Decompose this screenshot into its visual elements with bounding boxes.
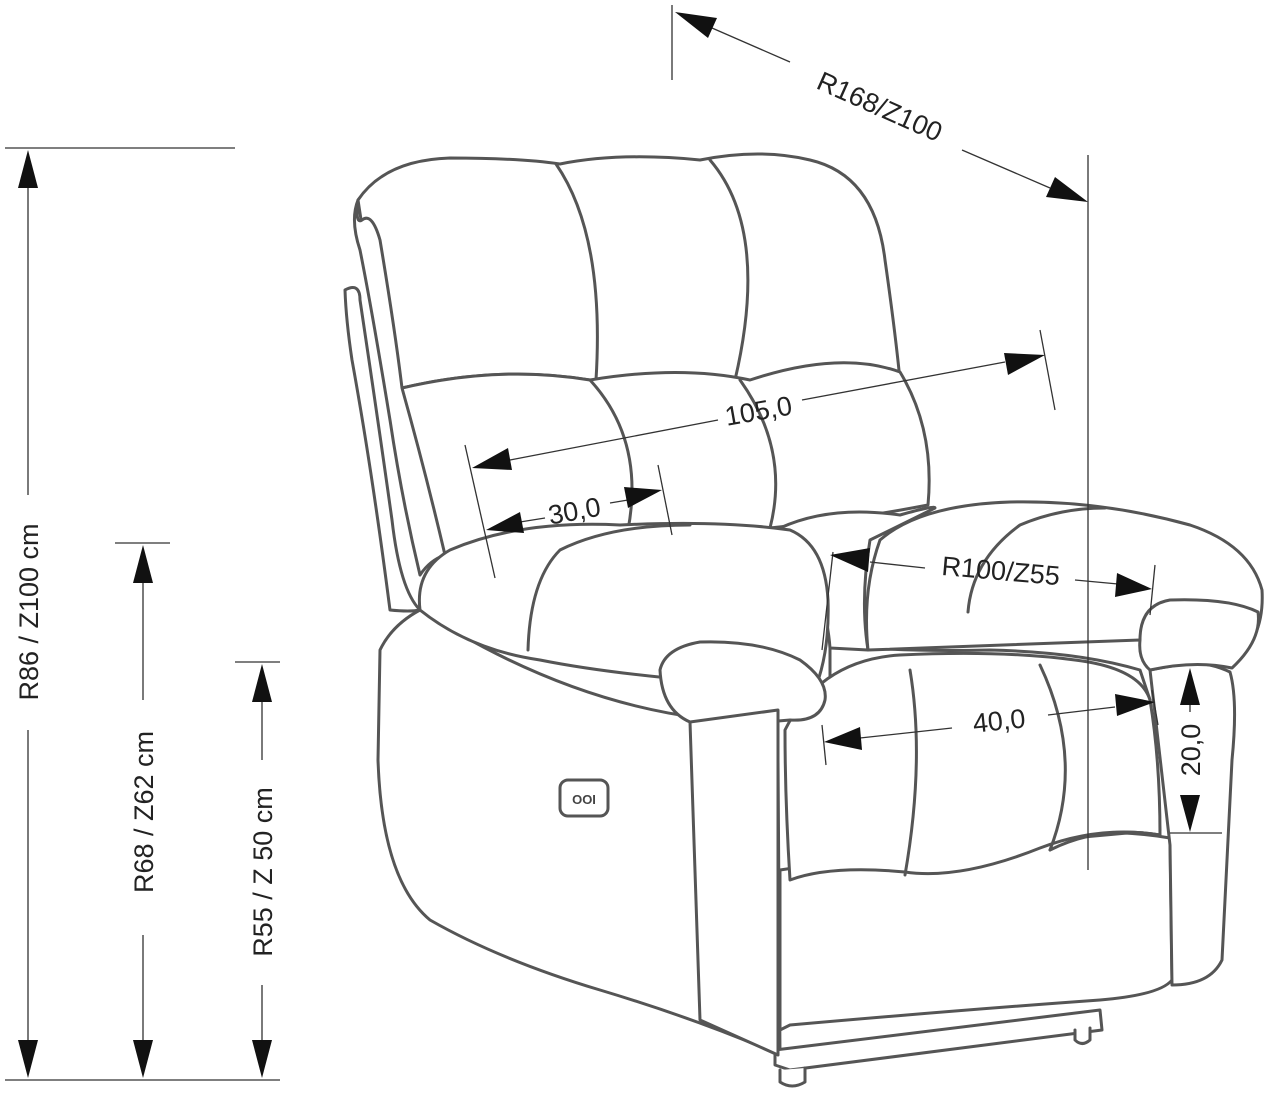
seat-width-arrow-left bbox=[830, 548, 870, 572]
seat-width-arrow-right bbox=[1115, 573, 1152, 597]
total-height-arrow-top bbox=[18, 150, 38, 188]
length-arrow-right bbox=[1046, 177, 1088, 202]
recliner-chair: OOI bbox=[343, 152, 1264, 1088]
armrest-height-arrow-top bbox=[133, 545, 153, 583]
armrest-width-arrow-left bbox=[486, 512, 524, 533]
total-height-arrow-bottom bbox=[18, 1040, 38, 1078]
seat-depth-arrow-right bbox=[1115, 694, 1155, 716]
arm-height-arrow-top bbox=[1180, 668, 1200, 705]
reclined-length-label: R168/Z100 bbox=[813, 66, 947, 148]
armrest-height-arrow-bottom bbox=[133, 1040, 153, 1078]
seat-height-arrow-top bbox=[252, 664, 272, 702]
arm-above-seat-label: 20,0 bbox=[1176, 724, 1206, 777]
chair-side-panel bbox=[376, 608, 782, 1057]
right-armrest-front bbox=[1138, 598, 1260, 672]
armrest-height-label: R68 / Z62 cm bbox=[129, 731, 159, 893]
armrest-width-arrow-right bbox=[624, 487, 662, 508]
length-arrow-left bbox=[675, 12, 717, 38]
width-arrow-left bbox=[472, 448, 512, 470]
seat-depth-arrow-left bbox=[824, 727, 862, 750]
chair-foot-right bbox=[1073, 1026, 1092, 1045]
arm-height-arrow-bottom bbox=[1180, 795, 1200, 832]
recline-button[interactable] bbox=[558, 778, 610, 818]
dimension-lines: R86 / Z100 cm R68 / Z62 cm R55 / Z 50 cm… bbox=[5, 5, 1222, 1081]
footrest-plate bbox=[773, 1008, 1104, 1072]
seat-depth-label: 40,0 bbox=[971, 703, 1026, 738]
backrest-top-row bbox=[356, 152, 902, 392]
chair-foot-left bbox=[778, 1066, 807, 1088]
seat-height-arrow-bottom bbox=[252, 1040, 272, 1078]
left-arm-front-face bbox=[688, 708, 780, 1057]
width-arrow-right bbox=[1004, 353, 1045, 375]
recline-button-label: OOI bbox=[572, 792, 596, 807]
seat-height-label: R55 / Z 50 cm bbox=[248, 787, 278, 957]
total-height-label: R86 / Z100 cm bbox=[14, 523, 44, 700]
